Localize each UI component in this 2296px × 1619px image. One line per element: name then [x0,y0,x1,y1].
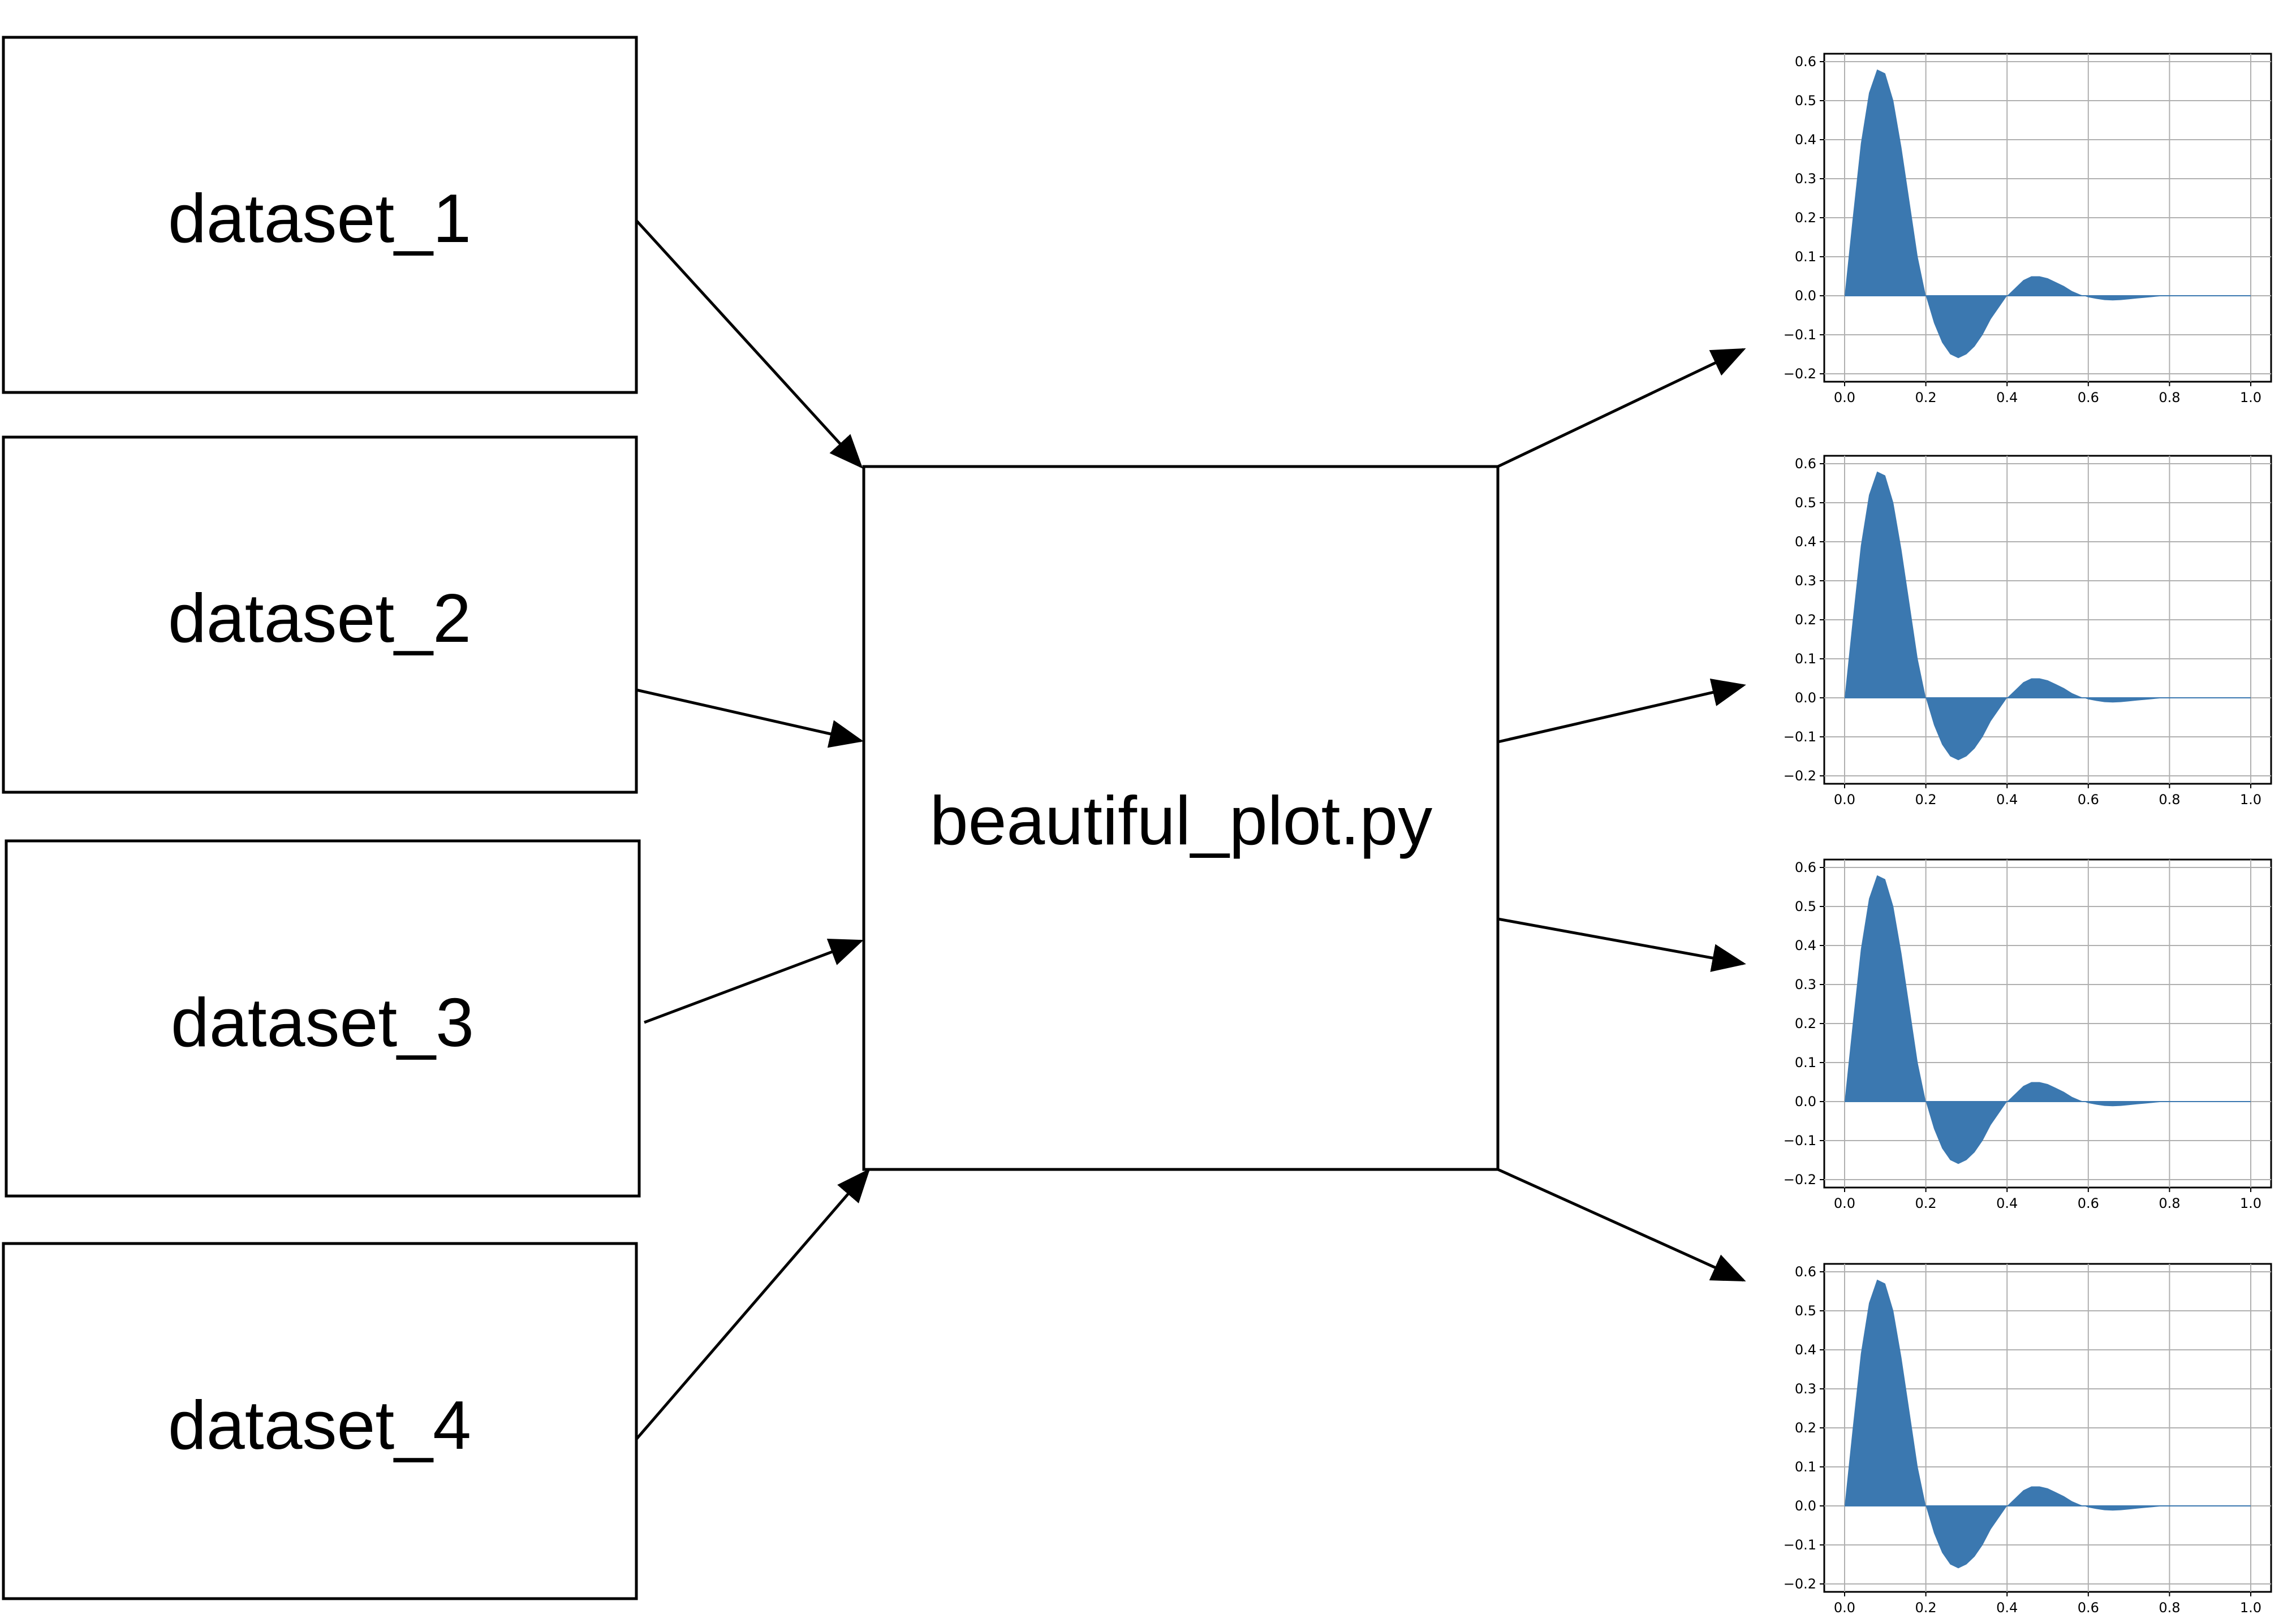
y-tick-label: −0.1 [1784,729,1816,745]
arrow-dataset-2-to-script [636,688,864,748]
y-tick-label: 0.0 [1795,1094,1816,1109]
y-tick-label: 0.5 [1795,93,1816,109]
arrow-script-to-plot-1 [1497,348,1746,468]
y-tick-label: 0.3 [1795,1381,1816,1397]
x-tick-label: 0.4 [1996,1600,2018,1616]
y-tick-label: 0.4 [1795,534,1816,550]
output-plot-3: −0.2 −0.1 0.0 0.1 0.2 0.3 0.4 0.5 0.6 0.0 0.2 0.4 0.… [1784,858,2272,1211]
y-tick-label: 0.1 [1795,651,1816,667]
x-tick-label: 0.6 [2078,1600,2099,1616]
y-tick-label: 0.1 [1795,249,1816,265]
area-series-1 [1845,1279,2251,1569]
x-tick-label: 0.8 [2159,1195,2180,1211]
y-tick-label: 0.3 [1795,977,1816,992]
output-plot-4: −0.2 −0.1 0.0 0.1 0.2 0.3 0.4 0.5 0.6 0.0 0.2 0.4 0.… [1784,1263,2272,1616]
y-tick-label: 0.5 [1795,899,1816,914]
y-tick-label: 0.0 [1795,1498,1816,1514]
x-tick-label: 1.0 [2240,390,2261,405]
x-tick-label: 0.0 [1834,1195,1855,1211]
y-tick-label: 0.1 [1795,1055,1816,1070]
area-series-1 [1845,875,2251,1164]
dataset-label-3: dataset_3 [171,984,474,1061]
dataset-label-4: dataset_4 [168,1387,471,1463]
area-series-1 [1845,69,2251,359]
arrow-dataset-3-to-script [644,938,864,1024]
y-tick-label: 0.2 [1795,1420,1816,1436]
output-plot-2: −0.2 −0.1 0.0 0.1 0.2 0.3 0.4 0.5 0.6 0.0 0.2 0.4 0.… [1784,455,2272,808]
arrow-dataset-1-to-script [635,219,863,469]
y-tick-label: 0.3 [1795,171,1816,187]
dataset-box-2: dataset_2 [2,435,638,794]
x-tick-label: 0.2 [1915,1195,1937,1211]
y-tick-label: 0.5 [1795,495,1816,511]
x-tick-label: 0.8 [2159,1600,2180,1616]
dataset-label-2: dataset_2 [168,580,471,657]
y-tick-label: 0.4 [1795,132,1816,148]
y-tick-label: 0.6 [1795,1264,1816,1280]
y-tick-label: 0.2 [1795,210,1816,226]
y-tick-label: 0.6 [1795,860,1816,875]
y-tick-label: −0.2 [1784,1172,1816,1188]
arrow-script-to-plot-2 [1497,678,1746,744]
y-tick-label: −0.1 [1784,327,1816,343]
area-series-1 [1845,471,2251,761]
x-tick-label: 0.2 [1915,792,1937,808]
x-tick-label: 1.0 [2240,792,2261,808]
y-tick-label: 0.2 [1795,612,1816,628]
y-tick-label: 0.2 [1795,1016,1816,1031]
y-tick-label: 0.0 [1795,288,1816,304]
y-tick-label: 0.6 [1795,54,1816,70]
output-plot-1: −0.2 −0.1 0.0 0.1 0.2 0.3 0.4 0.5 0.6 0.0 0.2 0.4 0.… [1784,53,2272,405]
script-box: beautiful_plot.py [862,465,1500,1171]
y-tick-label: 0.1 [1795,1459,1816,1475]
y-tick-label: −0.1 [1784,1133,1816,1149]
x-tick-label: 0.2 [1915,390,1937,405]
arrow-script-to-plot-3 [1497,917,1746,972]
y-tick-label: 0.0 [1795,690,1816,706]
y-tick-label: −0.2 [1784,768,1816,784]
dataset-box-3: dataset_3 [5,839,641,1198]
arrow-script-to-plot-4 [1497,1168,1746,1282]
dataset-label-1: dataset_1 [168,180,471,257]
dataset-box-1: dataset_1 [2,36,638,394]
script-label: beautiful_plot.py [930,782,1433,859]
x-tick-label: 0.4 [1996,1195,2018,1211]
x-tick-label: 0.6 [2078,1195,2099,1211]
y-tick-label: 0.4 [1795,938,1816,953]
x-tick-label: 0.6 [2078,390,2099,405]
y-tick-label: 0.6 [1795,456,1816,472]
y-tick-label: −0.2 [1784,366,1816,382]
x-tick-label: 1.0 [2240,1600,2261,1616]
x-tick-label: 0.6 [2078,792,2099,808]
x-tick-label: 0.2 [1915,1600,1937,1616]
x-tick-label: 0.0 [1834,1600,1855,1616]
y-tick-label: 0.5 [1795,1303,1816,1319]
x-tick-label: 0.8 [2159,792,2180,808]
x-tick-label: 0.0 [1834,792,1855,808]
x-tick-label: 0.4 [1996,390,2018,405]
y-tick-label: −0.1 [1784,1537,1816,1553]
x-tick-label: 0.4 [1996,792,2018,808]
y-tick-label: 0.4 [1795,1342,1816,1358]
arrow-dataset-4-to-script [635,1168,871,1440]
x-tick-label: 0.8 [2159,390,2180,405]
dataset-box-4: dataset_4 [2,1242,638,1600]
y-tick-label: 0.3 [1795,573,1816,589]
x-tick-label: 0.0 [1834,390,1855,405]
y-tick-label: −0.2 [1784,1576,1816,1592]
x-tick-label: 1.0 [2240,1195,2261,1211]
